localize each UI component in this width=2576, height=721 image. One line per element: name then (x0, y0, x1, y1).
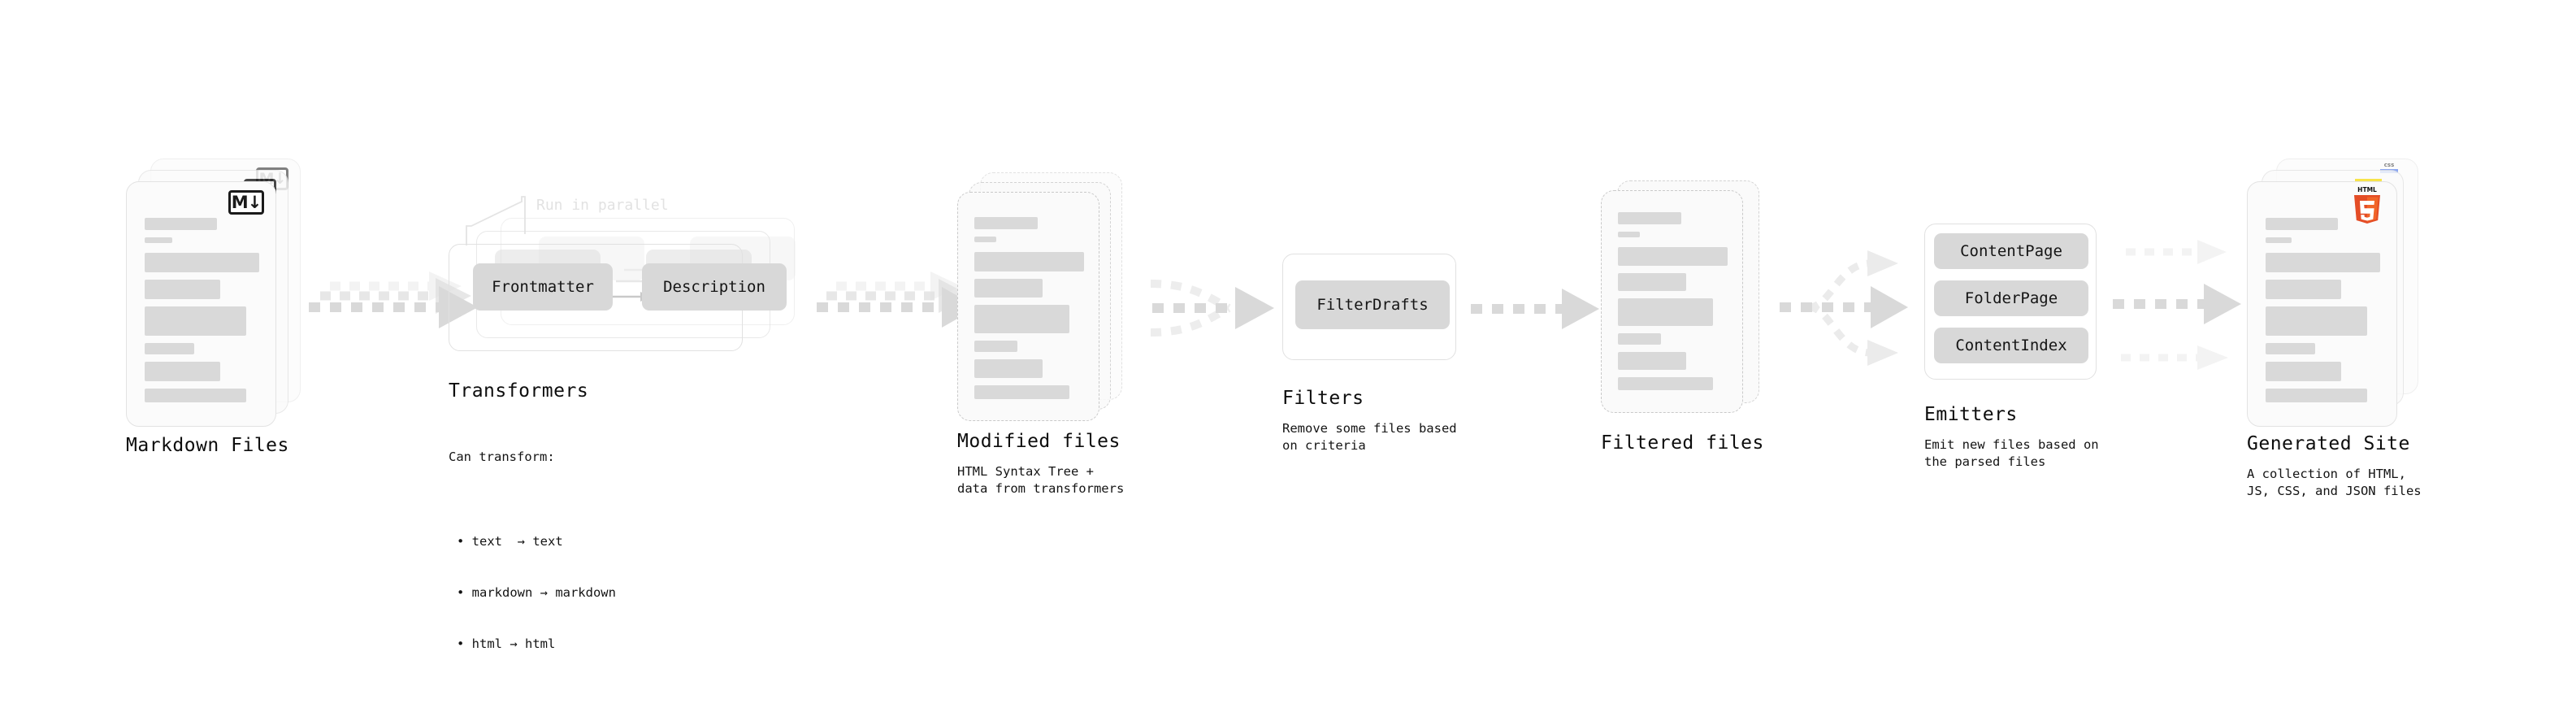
stage-generated-site: css HTML (2247, 159, 2438, 498)
transformer-chip-frontmatter-label: Frontmatter (492, 278, 594, 296)
filter-chip-filterdrafts[interactable]: FilterDrafts (1295, 280, 1450, 329)
content-bar (145, 343, 194, 354)
stage-markdown-files: M↓ M↓ M↓ (126, 159, 313, 456)
page-title-generated-site: Generated Site (2247, 433, 2410, 454)
connector-filtered-to-emitters (1780, 250, 1908, 366)
annotation-run-in-parallel: Run in parallel (536, 197, 669, 214)
content-bar (1618, 273, 1686, 291)
content-bar (145, 362, 221, 381)
content-bar (145, 280, 221, 299)
content-bar (974, 385, 1070, 399)
emitter-chip-contentindex-label: ContentIndex (1955, 337, 2067, 354)
markdown-card-front: M↓ (126, 181, 276, 427)
content-bar (974, 237, 996, 242)
generated-card-content (2266, 218, 2380, 410)
modified-card-stack (957, 172, 1132, 424)
content-bar (2266, 389, 2368, 402)
content-bar (974, 217, 1039, 229)
svg-text:HTML: HTML (2357, 186, 2377, 193)
page-title-filters: Filters (1282, 388, 1364, 409)
modified-card-front (957, 192, 1099, 421)
markdown-icon: M↓ (228, 190, 264, 215)
content-bar (1618, 247, 1728, 266)
page-title-modified-files: Modified files (957, 431, 1121, 452)
list-item: • html → html (457, 636, 556, 651)
content-bar (2266, 253, 2380, 272)
page-title-emitters: Emitters (1924, 404, 2018, 425)
content-bar (974, 341, 1017, 352)
filters-subtitle: Remove some files based on criteria (1282, 421, 1457, 453)
emitters-panel (1924, 224, 2097, 380)
emitter-chip-contentindex[interactable]: ContentIndex (1934, 328, 2088, 363)
content-bar (2266, 306, 2368, 336)
content-bar (2266, 218, 2338, 230)
generated-card-stack: css HTML (2247, 159, 2438, 427)
content-bar (145, 306, 247, 336)
content-bar (1618, 298, 1714, 326)
content-bar (145, 253, 259, 272)
connector-emitters-to-site (2113, 240, 2241, 370)
emitter-chip-contentpage-label: ContentPage (1960, 242, 2062, 260)
connector-transformers-to-modified (817, 271, 978, 328)
emitter-chip-contentpage[interactable]: ContentPage (1934, 233, 2088, 269)
content-bar (1618, 232, 1640, 237)
page-title-markdown-files: Markdown Files (126, 435, 289, 456)
content-bar (2266, 343, 2315, 354)
content-bar (2266, 280, 2342, 299)
content-bar (974, 252, 1084, 271)
modified-files-subtitle: HTML Syntax Tree + data from transformer… (957, 464, 1125, 496)
markdown-icon-arrow: ↓ (247, 193, 262, 212)
content-bar (974, 305, 1070, 333)
list-item: • text → text (457, 534, 563, 549)
transformer-chip-description-label: Description (663, 278, 765, 296)
html5-icon: HTML (2354, 186, 2380, 224)
run-in-parallel-bracket (466, 196, 526, 245)
content-bar (145, 218, 217, 230)
transformers-bullet-list: • text → text • markdown → markdown • ht… (449, 500, 616, 687)
css-icon-label: css (2383, 162, 2395, 168)
markdown-card-stack: M↓ M↓ M↓ (126, 159, 313, 427)
emitter-chip-folderpage-label: FolderPage (1964, 289, 2058, 307)
pipeline-diagram: M↓ M↓ M↓ (126, 159, 2438, 651)
content-bar (974, 279, 1043, 298)
content-bar (145, 389, 247, 402)
page-title-filtered-files: Filtered files (1601, 432, 1764, 454)
markdown-card-content (145, 218, 259, 410)
filtered-card-content (1618, 212, 1728, 397)
filter-chip-filterdrafts-label: FilterDrafts (1316, 296, 1429, 314)
markdown-icon-letter: M (231, 193, 249, 212)
content-bar (1618, 352, 1686, 370)
content-bar (1618, 212, 1682, 224)
page-title-transformers: Transformers (449, 380, 589, 402)
content-bar (974, 359, 1043, 378)
emitters-subtitle: Emit new files based on the parsed files (1924, 437, 2099, 469)
emitter-chip-folderpage[interactable]: FolderPage (1934, 280, 2088, 316)
modified-card-content (974, 217, 1084, 406)
generated-card-front: HTML (2247, 181, 2397, 427)
content-bar (2266, 362, 2342, 381)
stage-filtered-files: Filtered files (1601, 180, 1776, 454)
content-bar (1618, 333, 1661, 345)
filtered-card-stack (1601, 180, 1776, 424)
content-bar (2266, 237, 2292, 243)
transformers-subtitle: Can transform: • text → text • markdown … (449, 415, 616, 721)
transformer-chip-frontmatter[interactable]: Frontmatter (473, 263, 613, 311)
list-item: • markdown → markdown (457, 585, 616, 601)
connector-filters-to-filtered (1471, 289, 1599, 329)
content-bar (145, 237, 172, 243)
transformer-chip-description[interactable]: Description (642, 263, 787, 311)
content-bar (1618, 377, 1714, 390)
filtered-card-front (1601, 190, 1743, 413)
connector-modified-to-filters (1150, 280, 1274, 337)
filters-panel (1282, 254, 1456, 360)
transformers-subtitle-heading: Can transform: (449, 449, 555, 464)
generated-site-subtitle: A collection of HTML, JS, CSS, and JSON … (2247, 467, 2422, 498)
stage-modified-files: Modified files HTML Syntax Tree + data f… (957, 172, 1132, 496)
